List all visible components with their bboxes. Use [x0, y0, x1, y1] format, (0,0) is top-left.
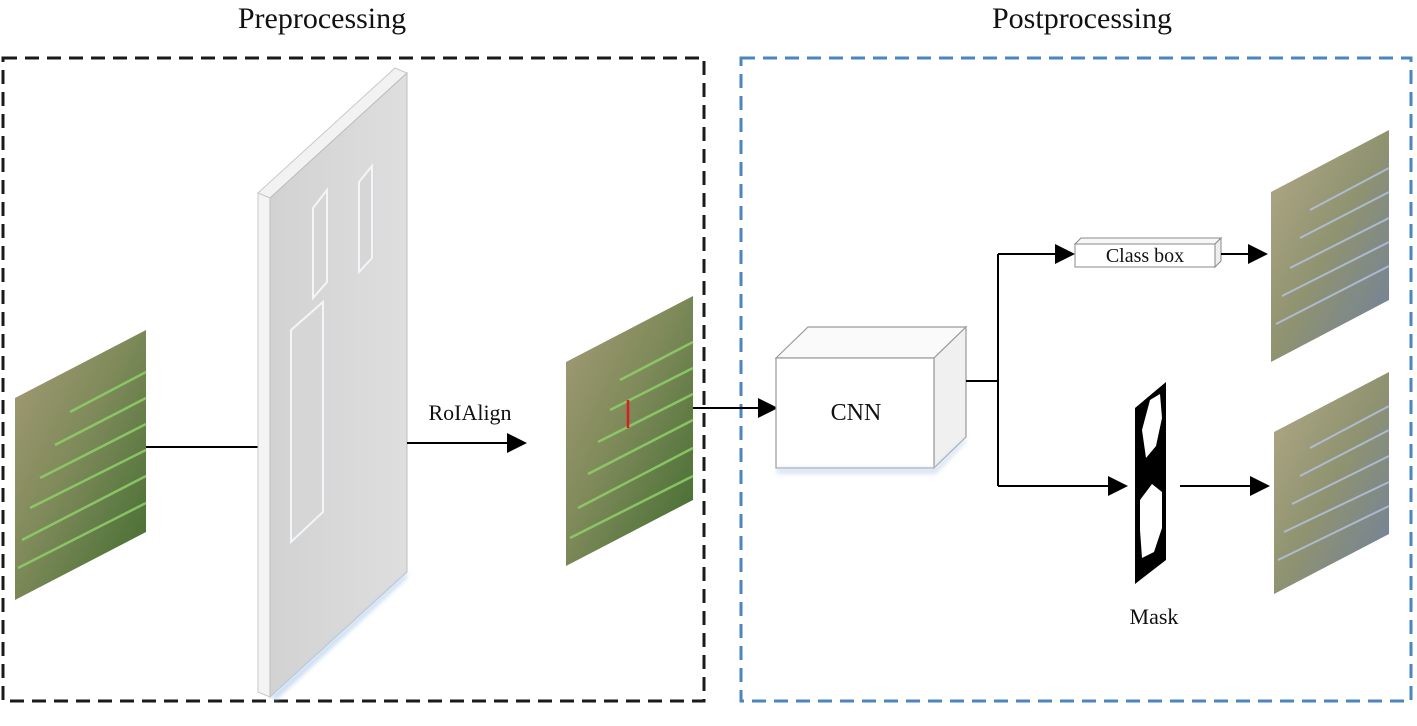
- class-box-block: [1073, 236, 1223, 269]
- cnn-block: [774, 325, 968, 474]
- postprocessing-frame: [739, 56, 1413, 703]
- preprocessing-frame: [1, 56, 706, 703]
- feature-plane: [257, 67, 408, 700]
- proposal-region-top-left: [312, 187, 328, 301]
- roialign-label: RoIAlign: [428, 400, 511, 425]
- class-box-label: Class box: [1106, 245, 1184, 267]
- output-image-class-box: [1271, 130, 1390, 362]
- input-field-image: [15, 330, 147, 600]
- proposal-region-large: [290, 299, 324, 545]
- preprocessing-title: Preprocessing: [238, 2, 406, 35]
- mask-image: [1135, 382, 1166, 584]
- aligned-field-image: [566, 296, 694, 566]
- branch-connectors: [966, 254, 999, 486]
- cnn-label: CNN: [831, 400, 882, 426]
- postprocessing-title: Postprocessing: [992, 2, 1172, 35]
- mask-label: Mask: [1130, 604, 1179, 629]
- output-image-mask: [1274, 372, 1390, 594]
- proposal-region-top-right: [358, 163, 373, 275]
